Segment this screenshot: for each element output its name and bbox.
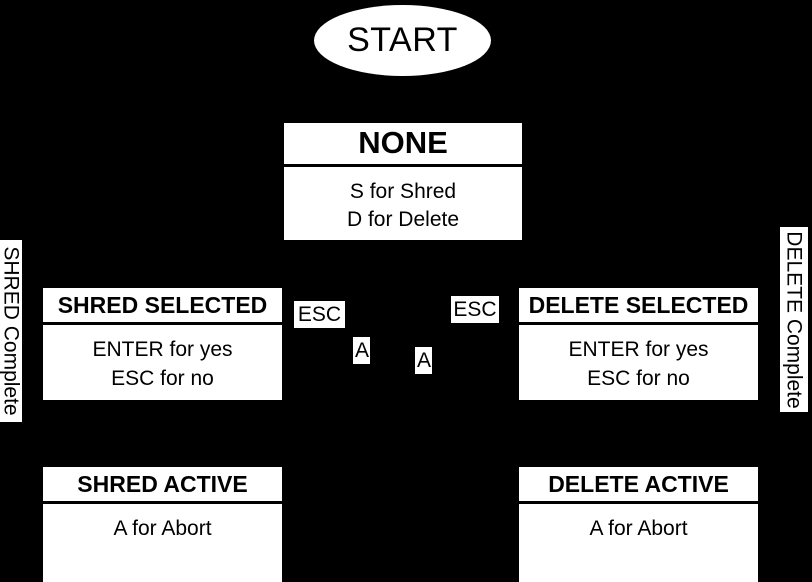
transition-label-abort-right: A <box>415 347 432 374</box>
start-node-label: START <box>347 21 458 59</box>
state-label-shred-complete: SHRED Complete <box>0 246 22 416</box>
state-box-delete-selected[interactable]: DELETE SELECTED ENTER for yes ESC for no <box>519 288 758 400</box>
state-line-shred-active-0: A for Abort <box>113 517 212 541</box>
state-box-delete-active[interactable]: DELETE ACTIVE A for Abort <box>519 467 758 582</box>
state-box-none[interactable]: NONE S for Shred D for Delete <box>284 123 522 240</box>
state-box-shred-active[interactable]: SHRED ACTIVE A for Abort <box>43 467 282 582</box>
state-line-none-1: D for Delete <box>346 207 460 231</box>
state-body-shred-active: A for Abort <box>43 504 282 582</box>
state-line-delete-selected-0: ENTER for yes <box>568 338 709 362</box>
state-body-none: S for Shred D for Delete <box>284 167 522 240</box>
state-body-delete-active: A for Abort <box>519 504 758 582</box>
state-title-shred-active: SHRED ACTIVE <box>43 467 282 505</box>
state-box-shred-complete[interactable]: SHRED Complete <box>0 240 22 422</box>
transition-label-esc-left: ESC <box>294 301 345 328</box>
state-line-none-0: S for Shred <box>349 179 457 203</box>
state-title-delete-selected: DELETE SELECTED <box>519 288 758 326</box>
state-label-delete-complete: DELETE Complete <box>782 230 806 409</box>
state-body-delete-selected: ENTER for yes ESC for no <box>519 325 758 400</box>
start-node[interactable]: START <box>314 5 491 76</box>
state-body-shred-selected: ENTER for yes ESC for no <box>43 325 282 400</box>
transition-label-abort-left: A <box>353 337 370 364</box>
state-title-none: NONE <box>284 123 522 167</box>
state-box-shred-selected[interactable]: SHRED SELECTED ENTER for yes ESC for no <box>43 288 282 400</box>
state-title-delete-active: DELETE ACTIVE <box>519 467 758 505</box>
state-title-shred-selected: SHRED SELECTED <box>43 288 282 326</box>
state-line-shred-selected-1: ESC for no <box>111 366 214 390</box>
state-line-delete-selected-1: ESC for no <box>587 366 690 390</box>
transition-label-esc-right: ESC <box>451 296 499 323</box>
state-box-delete-complete[interactable]: DELETE Complete <box>780 227 808 412</box>
state-line-delete-active-0: A for Abort <box>589 517 688 541</box>
state-line-shred-selected-0: ENTER for yes <box>92 338 233 362</box>
